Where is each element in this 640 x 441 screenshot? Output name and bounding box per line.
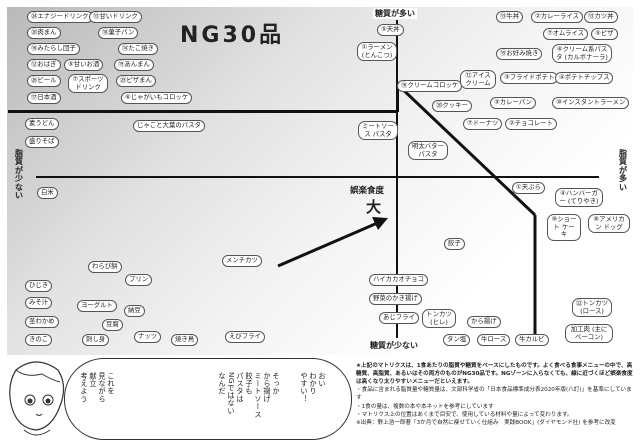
food-item: ㉖ビール	[27, 75, 61, 87]
matrix-panel	[7, 7, 633, 355]
food-item: ②チョコレート	[505, 118, 558, 130]
food-item: ③カレーパン	[490, 97, 536, 109]
food-item: 盛りそば	[25, 136, 59, 148]
food-item: 餃子	[444, 238, 465, 250]
food-item: から揚げ	[467, 316, 501, 328]
food-item: 加工肉 (主にベーコン)	[565, 324, 613, 344]
food-item: ⑤ピザ	[591, 28, 618, 40]
speech-text: おいわかりやすい！	[300, 372, 327, 403]
food-item: ミートソース パスタ	[358, 121, 398, 141]
food-item: ⑮お好み焼き	[496, 48, 543, 60]
food-item: ①天ぷら	[512, 182, 545, 194]
food-item: ⑦ドーナツ	[463, 118, 503, 130]
food-item: ㉔エナジードリンク	[27, 11, 93, 23]
food-item: 焼き鳥	[171, 334, 199, 346]
ng-boundary-vertical	[396, 82, 399, 112]
food-item: タン塩	[443, 334, 471, 346]
food-item: ⑰日本酒	[27, 92, 61, 104]
vertical-axis	[396, 20, 398, 338]
food-item: ①ラーメン (とんこつ)	[357, 42, 397, 62]
food-item: えびフライ	[225, 331, 265, 343]
food-item: ⑱菓子パン	[98, 27, 139, 39]
food-item: 茎わかめ	[25, 316, 59, 328]
food-item: ⑤甘いお酒	[64, 59, 104, 71]
note-item: ・食品に含まれる脂質量や糖質量は、文部科学省の「日本食品標準成分表2020年版(…	[356, 387, 632, 402]
note-item: ・マトリクス上の位置はあくまで目安で、使用している材料や量によって変わります。	[356, 411, 573, 418]
food-item: あじフライ	[379, 312, 419, 324]
food-item: プリン	[125, 274, 153, 286]
food-item: 素うどん	[25, 118, 59, 130]
food-item: トンカツ (ヒレ)	[422, 309, 456, 329]
food-item: ⑩インスタントラーメン	[552, 97, 630, 109]
entertainment-label: 娯楽食度	[350, 186, 385, 196]
food-item: ③フライドポテト	[500, 72, 559, 84]
food-item: ヨーグルト	[77, 300, 117, 312]
speech-bubble	[64, 358, 352, 440]
food-item: 野菜のかき揚げ	[369, 293, 422, 305]
food-item: ⑲あんまん	[114, 59, 154, 71]
entertainment-arrow	[277, 219, 383, 268]
note-main: ★上記のマトリクスは、1食あたりの脂質や糖質をベースにしたものです。よく食べる食…	[356, 363, 633, 386]
food-item: ハイカカオチョコ	[369, 274, 428, 286]
food-item: ⑳肉まん	[27, 27, 61, 39]
food-item: ⑯クリームコロッケ	[397, 80, 463, 92]
food-item: 刺し身	[82, 334, 110, 346]
food-item: ⑬牛丼	[496, 11, 524, 23]
food-item: わらび餅	[88, 261, 122, 273]
food-item: ⑤天丼	[377, 24, 404, 36]
food-item: 牛カルビ	[515, 334, 549, 346]
food-item: ④ハンバーガー (てりやき)	[555, 188, 603, 208]
food-item: みそ汁	[25, 297, 53, 309]
food-item: ⑯みたらし団子	[27, 43, 80, 55]
food-item: ④ポテトチップス	[555, 72, 614, 84]
food-item: 牛ロース	[477, 334, 511, 346]
speech-text: これを見ながら献立考えよう	[80, 372, 116, 403]
axis-fat-more: 脂質が多い	[619, 149, 627, 192]
axis-sweet-more: 糖質が多い	[373, 8, 417, 19]
notes-block: ★上記のマトリクスは、1食あたりの脂質や糖質をベースにしたものです。よく食べる食…	[356, 362, 634, 440]
food-item: ⑦オムライス	[543, 28, 588, 40]
food-item: ⑳クッキー	[432, 100, 472, 112]
food-item: ひじき	[25, 280, 53, 292]
axis-fat-less: 脂質が少ない	[15, 149, 23, 200]
food-item: メンチカツ	[222, 255, 262, 267]
arrow-head-icon	[372, 217, 388, 230]
food-item: ⑦スポーツ ドリンク	[68, 74, 108, 94]
food-item: ⑨ショート ケーキ	[547, 214, 581, 242]
food-item: きのこ	[25, 334, 53, 346]
food-item: ⑥クリーム系パスタ (カルボナーラ)	[552, 44, 612, 64]
food-item: ⑫おはぎ	[27, 59, 61, 71]
food-item: ②カレーライス	[531, 11, 583, 23]
source-note: ※出典：野上浩一郎著「3か月で自然に痩せていく仕組み 実践BOOK」(ダイヤモン…	[356, 419, 616, 426]
food-item: ナッツ	[134, 331, 162, 343]
food-item: 豆腐	[102, 319, 123, 331]
food-item: 明太バター パスタ	[408, 141, 448, 161]
food-item: 納豆	[124, 305, 145, 317]
food-item: ⑥じゃがいもコロッケ	[121, 92, 193, 104]
food-item: ⑭たこ焼き	[118, 43, 158, 55]
page-title: NG30品	[180, 23, 285, 48]
food-item: 白米	[37, 187, 58, 199]
food-item: ㉒トンカツ (ロース)	[572, 298, 612, 318]
ng-boundary-horizontal	[8, 110, 397, 113]
food-item: ⑬カツ丼	[584, 11, 618, 23]
food-item: ⑫アイス クリーム	[460, 70, 496, 90]
character-illustration	[9, 361, 65, 436]
horizontal-axis	[36, 176, 599, 178]
food-item: じゃこと大葉のパスタ	[133, 120, 205, 132]
food-item: ⑧アメリカン ドッグ	[588, 214, 630, 234]
food-item: ㉕ピザまん	[116, 75, 156, 87]
entertainment-big-label: 大	[366, 198, 382, 216]
axis-sweet-less: 糖質が少ない	[367, 340, 421, 351]
note-item: ・1食の量は、複数の本や本ネットを参考にしています	[356, 403, 494, 410]
food-item: ⑬甘いドリンク	[89, 11, 142, 23]
